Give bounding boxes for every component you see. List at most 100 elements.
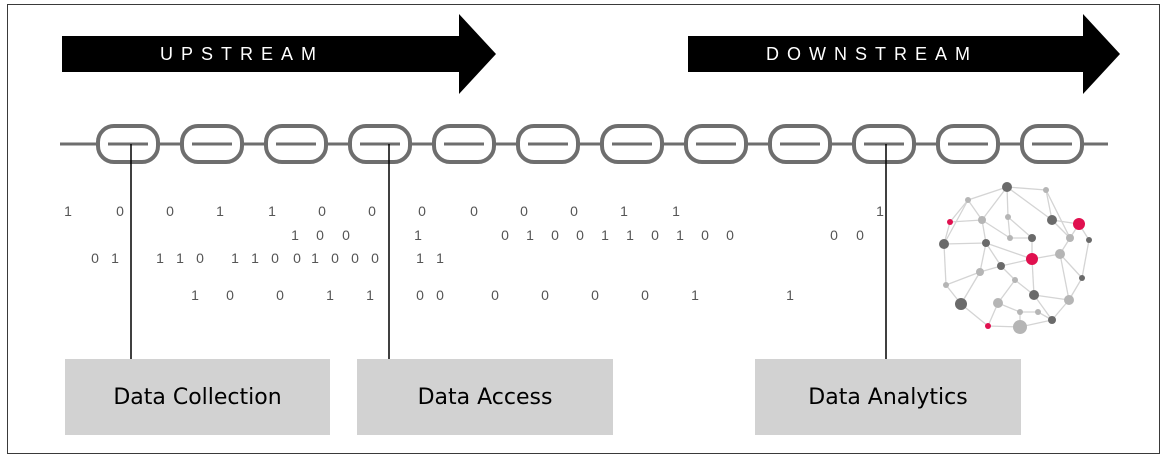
binary-digit: 0 xyxy=(520,203,528,219)
network-edge xyxy=(960,271,981,305)
binary-digit: 0 xyxy=(591,287,599,303)
network-node xyxy=(1048,316,1056,324)
network-node xyxy=(976,268,984,276)
binary-digit: 0 xyxy=(576,227,584,243)
binary-digit: 0 xyxy=(226,287,234,303)
network-node xyxy=(1005,214,1011,220)
stage-data-collection: Data Collection xyxy=(65,359,330,435)
network-node xyxy=(1026,253,1038,265)
network-edge xyxy=(1006,186,1053,221)
binary-digit: 0 xyxy=(166,203,174,219)
network-node xyxy=(1066,234,1074,242)
binary-digit: 0 xyxy=(416,287,424,303)
binary-digit: 0 xyxy=(551,227,559,243)
binary-digit: 0 xyxy=(331,250,339,266)
downstream-label: DOWNSTREAM xyxy=(766,44,978,64)
network-node xyxy=(997,262,1005,270)
binary-digit: 1 xyxy=(251,250,259,266)
binary-digit: 1 xyxy=(620,203,628,219)
binary-digit: 0 xyxy=(276,287,284,303)
binary-digit: 0 xyxy=(368,203,376,219)
network-edge xyxy=(967,186,1008,201)
stage-data-access-label: Data Access xyxy=(417,384,553,410)
network-node xyxy=(1086,237,1092,243)
network-node xyxy=(993,298,1003,308)
network-edge xyxy=(1081,239,1090,279)
network-edge xyxy=(981,219,1011,239)
stage-data-collection-label: Data Collection xyxy=(113,384,282,410)
network-edge xyxy=(943,242,987,245)
binary-digit: 0 xyxy=(371,250,379,266)
network-node xyxy=(955,298,967,310)
network-node xyxy=(978,216,986,224)
network-edge xyxy=(1033,294,1070,301)
binary-digit: 1 xyxy=(231,250,239,266)
network-node xyxy=(1013,320,1027,334)
network-edge xyxy=(1045,189,1053,221)
network-node xyxy=(1007,235,1013,241)
network-edge xyxy=(1007,216,1011,239)
binary-digit: 0 xyxy=(651,227,659,243)
network-node xyxy=(1055,249,1065,259)
network-node xyxy=(947,219,953,225)
network-node xyxy=(1064,295,1074,305)
binary-digit: 1 xyxy=(691,287,699,303)
network-node xyxy=(985,323,991,329)
network-edge xyxy=(945,271,981,286)
binary-digit: 1 xyxy=(311,250,319,266)
binary-digit: 0 xyxy=(491,287,499,303)
network-node xyxy=(1035,309,1041,315)
binary-digit: 1 xyxy=(156,250,164,266)
binary-digit: 1 xyxy=(366,287,374,303)
network-edge xyxy=(985,242,1033,260)
downstream-arrow: DOWNSTREAM xyxy=(688,14,1120,94)
binary-digit: 0 xyxy=(271,250,279,266)
binary-digit: 1 xyxy=(876,203,884,219)
network-edge xyxy=(1007,216,1033,239)
network-edge xyxy=(949,199,969,223)
upstream-label: UPSTREAM xyxy=(159,44,324,64)
binary-digit: 0 xyxy=(470,203,478,219)
binary-digit: 0 xyxy=(570,203,578,219)
binary-digit: 0 xyxy=(641,287,649,303)
binary-digit: 1 xyxy=(416,250,424,266)
network-edge xyxy=(1045,189,1071,239)
binary-digit: 1 xyxy=(64,203,72,219)
network-edge xyxy=(1033,294,1053,321)
binary-digit: 0 xyxy=(856,227,864,243)
upstream-arrow-shape xyxy=(62,14,496,94)
binary-digit: 0 xyxy=(418,203,426,219)
binary-digit: 1 xyxy=(191,287,199,303)
downstream-arrow-shape xyxy=(688,14,1120,94)
network-node xyxy=(1012,277,1018,283)
network-edge xyxy=(1031,258,1035,296)
network-node xyxy=(1002,182,1012,192)
binary-digit: 0 xyxy=(436,287,444,303)
binary-digit: 1 xyxy=(291,227,299,243)
binary-digit: 1 xyxy=(176,250,184,266)
network-node xyxy=(1017,309,1023,315)
binary-digit: 1 xyxy=(414,227,422,243)
network-edge xyxy=(979,242,987,273)
binary-digit: 0 xyxy=(318,203,326,219)
binary-digit: 0 xyxy=(541,287,549,303)
network-edge xyxy=(1059,253,1083,279)
binary-digit: 0 xyxy=(501,227,509,243)
upstream-arrow: UPSTREAM xyxy=(62,14,496,94)
stage-data-access: Data Access xyxy=(357,359,613,435)
network-node xyxy=(982,239,990,247)
binary-digit: 0 xyxy=(351,250,359,266)
binary-digit: 1 xyxy=(111,250,119,266)
binary-digit: 0 xyxy=(91,250,99,266)
network-node xyxy=(1079,275,1085,281)
network-node xyxy=(943,282,949,288)
binary-digit: 0 xyxy=(116,203,124,219)
network-node xyxy=(965,197,971,203)
network-edge xyxy=(1006,186,1009,218)
stage-data-analytics: Data Analytics xyxy=(755,359,1021,435)
network-node xyxy=(1028,234,1036,242)
network-node xyxy=(1047,215,1057,225)
